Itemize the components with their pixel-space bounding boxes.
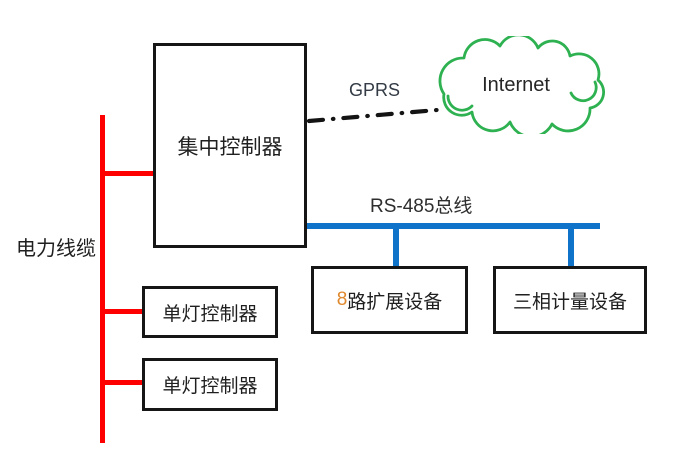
metering-device-label: 三相计量设备 [512,291,627,313]
power-cable-line [100,115,105,443]
power-branch-lamp2 [100,380,142,385]
lamp-controller-2-box: 单灯控制器 [142,358,278,411]
power-branch-lamp1 [100,309,142,314]
rs485-bus-line [305,223,600,229]
rs485-drop-metering [568,223,574,266]
metering-device-box: 三相计量设备 [493,266,647,334]
power-cable-label: 电力线缆 [16,238,96,260]
internet-cloud-shape [438,36,606,134]
central-controller-label: 集中控制器 [177,135,283,159]
rs485-bus-label: RS-485总线 [370,196,473,217]
gprs-label: GPRS [349,80,401,100]
rs485-drop-expansion [393,223,399,266]
lamp-controller-1-label: 单灯控制器 [162,303,258,325]
power-branch-central [100,171,153,176]
lamp-controller-2-label: 单灯控制器 [162,376,258,397]
lamp-controller-1-box: 单灯控制器 [142,286,278,338]
expansion-device-label: 路扩展设备 [347,291,443,313]
internet-label: Internet [482,74,550,96]
expansion-device-digit: 8 [336,289,348,310]
gprs-dashdot-line [306,107,440,124]
central-controller-box: 集中控制器 [153,43,307,248]
